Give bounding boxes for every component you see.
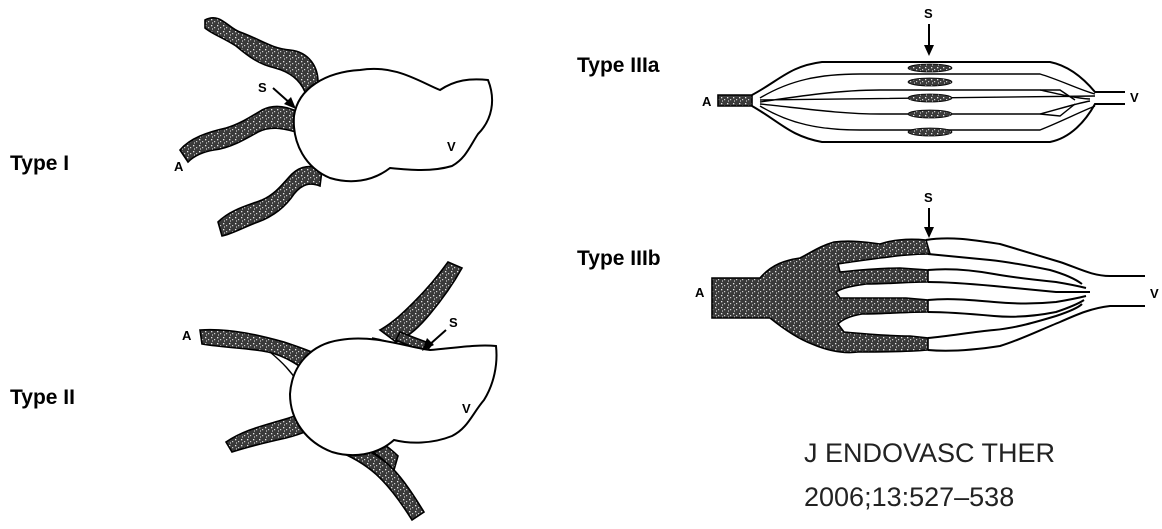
type-1-artery-marker: A [174,159,184,174]
type-3b-label: Type IIIb [577,247,661,270]
type-3b-shunt-marker: S [924,190,933,205]
type-3a-artery-marker: A [702,94,712,109]
type-2-diagram: Type II A V S [10,262,497,520]
type-3b-artery-marker: A [695,285,705,300]
type-2-vessel-upper-right [380,262,462,342]
type-3b-vein-marker: V [1150,286,1159,301]
type-3a-shunt-arrowhead [924,45,934,56]
type-2-artery-marker: A [182,328,192,343]
type-3a-artery-stem [718,95,752,106]
type-3a-shunt-marker: S [924,6,933,21]
type-2-shunt-marker: S [449,315,458,330]
type-3b-diagram: Type IIIb A V S [577,190,1159,353]
type-1-diagram: Type I A V S [10,18,492,236]
type-2-venous-sac [290,339,497,456]
type-3b-shunt-arrowhead [924,227,934,238]
citation-volume: 2006;13:527–538 [804,482,1014,512]
type-1-vessel-middle [180,106,298,162]
type-1-venous-sac [294,69,492,181]
citation-journal: J ENDOVASC THER [804,438,1055,468]
citation: J ENDOVASC THER 2006;13:527–538 [804,438,1055,512]
type-1-label: Type I [10,152,69,175]
type-1-vein-marker: V [447,139,456,154]
type-3a-vein-marker: V [1130,90,1139,105]
type-3b-venous-channels [926,238,1145,350]
type-3a-diagram: Type IIIa A V S [577,6,1139,142]
type-2-vein-marker: V [462,401,471,416]
type-3a-shunt-zone [908,64,952,136]
type-3a-label: Type IIIa [577,54,660,77]
type-3b-arterial-plexus [712,239,930,352]
type-1-vessel-bottom [218,167,322,236]
type-2-label: Type II [10,386,75,409]
type-1-shunt-marker: S [258,80,267,95]
